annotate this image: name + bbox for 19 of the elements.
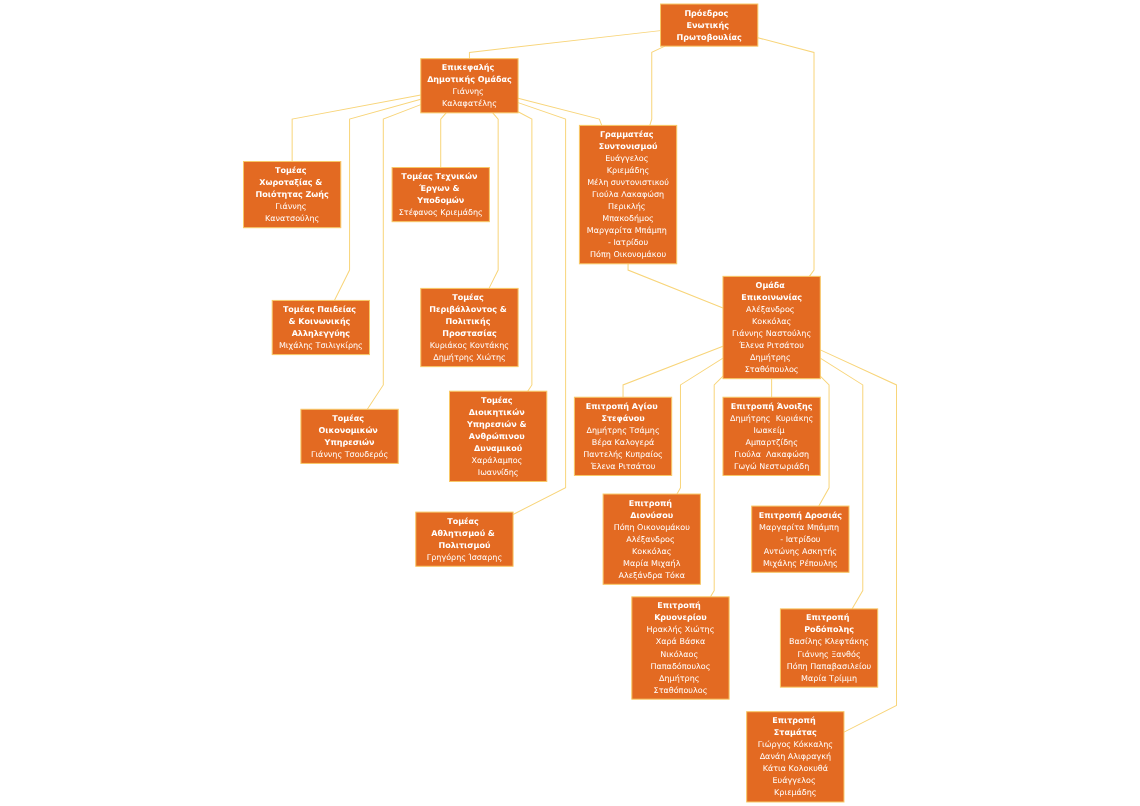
connector <box>757 37 815 277</box>
connector <box>676 357 724 495</box>
connector <box>517 111 533 392</box>
connector <box>517 97 603 126</box>
connector <box>819 357 864 610</box>
connector <box>366 104 422 410</box>
connector <box>771 378 773 398</box>
connector <box>818 375 830 507</box>
connector <box>291 94 422 162</box>
connector <box>627 263 724 309</box>
connector <box>649 45 666 126</box>
connector <box>512 102 567 515</box>
connector <box>468 30 662 60</box>
connector <box>622 345 724 398</box>
connector <box>819 349 897 733</box>
connector <box>440 112 447 168</box>
connector <box>333 98 422 301</box>
connector <box>710 375 724 598</box>
connector <box>488 112 499 289</box>
